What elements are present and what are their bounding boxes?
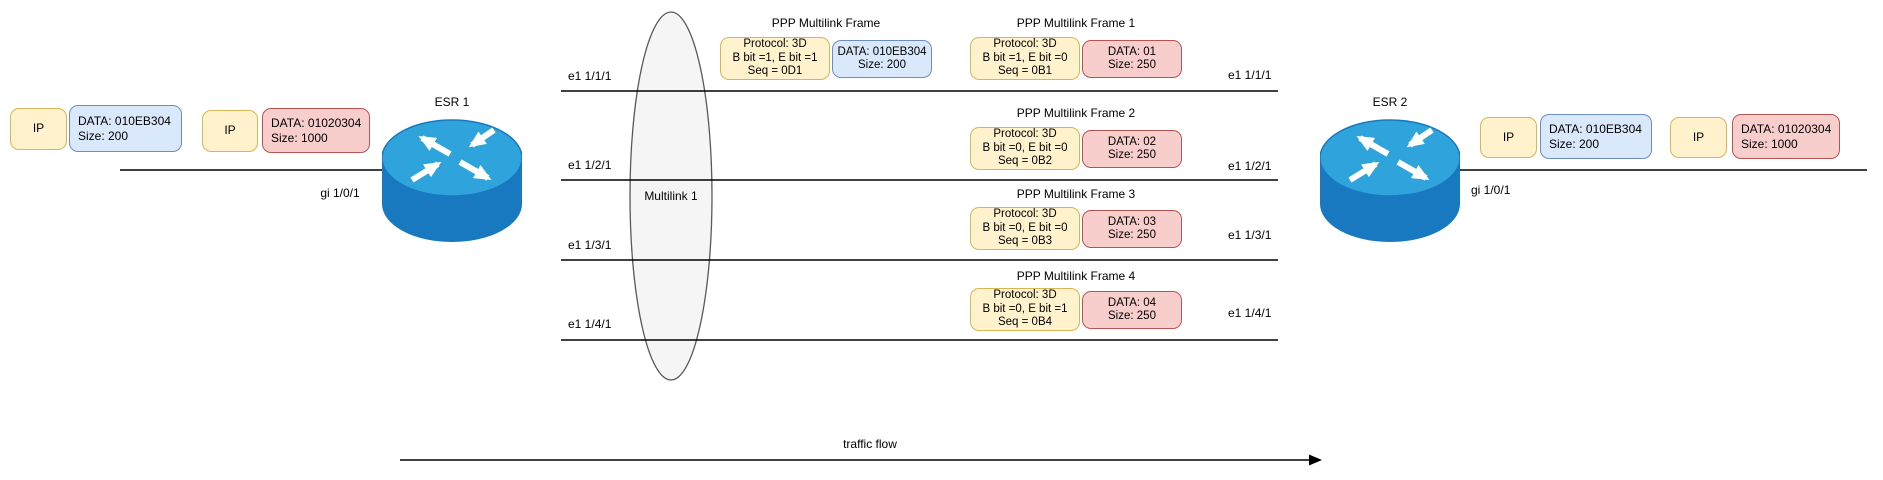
interface-label-gi-right: gi 1/0/1 bbox=[1471, 183, 1511, 197]
interface-label-e1-left-4: e1 1/4/1 bbox=[568, 317, 612, 331]
interface-label-e1-left-1: e1 1/1/1 bbox=[568, 69, 612, 83]
ip-header-box: IP bbox=[10, 108, 67, 150]
router-name-esr1: ESR 1 bbox=[434, 95, 470, 109]
frame-title: PPP Multilink Frame 1 bbox=[1016, 16, 1136, 30]
packet-data-box: DATA: 010EB304 Size: 200 bbox=[1540, 114, 1652, 159]
frame-seq: Seq = 0B2 bbox=[997, 155, 1053, 168]
frame-data-value: DATA: 02 bbox=[1107, 135, 1157, 148]
frame-payload-box: DATA: 03 Size: 250 bbox=[1082, 210, 1182, 248]
packet-data-value: DATA: 01020304 bbox=[1741, 121, 1832, 136]
multilink-bundle-ellipse bbox=[629, 11, 713, 381]
frame-seq: Seq = 0D1 bbox=[747, 65, 803, 78]
frame-protocol: Protocol: 3D bbox=[993, 38, 1057, 51]
interface-label-e1-right-2: e1 1/2/1 bbox=[1228, 159, 1272, 173]
frame-bits: B bit =0, E bit =0 bbox=[982, 141, 1068, 154]
frame-size-value: Size: 200 bbox=[858, 59, 906, 71]
frame-size-value: Size: 250 bbox=[1108, 310, 1156, 322]
frame-title: PPP Multilink Frame bbox=[771, 16, 881, 30]
frame-seq: Seq = 0B4 bbox=[997, 316, 1053, 329]
packet-data-value: DATA: 010EB304 bbox=[78, 113, 171, 128]
frame-title: PPP Multilink Frame 2 bbox=[1016, 106, 1136, 120]
router-icon-esr2 bbox=[1320, 119, 1460, 242]
frame-header-box: Protocol: 3D B bit =0, E bit =0 Seq = 0B… bbox=[970, 127, 1080, 170]
frame-title: PPP Multilink Frame 4 bbox=[1016, 269, 1136, 283]
packet-data-box: DATA: 010EB304 Size: 200 bbox=[69, 105, 182, 152]
packet-size-value: Size: 1000 bbox=[1741, 136, 1798, 151]
interface-label-gi-left: gi 1/0/1 bbox=[320, 186, 360, 200]
frame-data-value: DATA: 03 bbox=[1107, 215, 1157, 228]
frame-size-value: Size: 250 bbox=[1108, 229, 1156, 241]
frame-protocol: Protocol: 3D bbox=[993, 289, 1057, 302]
packet-size-value: Size: 200 bbox=[1549, 136, 1600, 151]
frame-data-value: DATA: 01 bbox=[1107, 45, 1157, 58]
frame-payload-box: DATA: 010EB304 Size: 200 bbox=[832, 40, 932, 78]
frame-protocol: Protocol: 3D bbox=[743, 38, 807, 51]
frame-title: PPP Multilink Frame 3 bbox=[1016, 187, 1136, 201]
frame-header-box: Protocol: 3D B bit =0, E bit =1 Seq = 0B… bbox=[970, 288, 1080, 331]
interface-label-e1-left-3: e1 1/3/1 bbox=[568, 238, 612, 252]
frame-protocol: Protocol: 3D bbox=[993, 128, 1057, 141]
frame-payload-box: DATA: 01 Size: 250 bbox=[1082, 40, 1182, 78]
frame-size-value: Size: 250 bbox=[1108, 149, 1156, 161]
frame-payload-box: DATA: 04 Size: 250 bbox=[1082, 291, 1182, 329]
packet-data-value: DATA: 010EB304 bbox=[1549, 121, 1642, 136]
frame-payload-box: DATA: 02 Size: 250 bbox=[1082, 130, 1182, 168]
interface-label-e1-right-3: e1 1/3/1 bbox=[1228, 228, 1272, 242]
packet-data-value: DATA: 01020304 bbox=[271, 115, 362, 130]
interface-label-e1-left-2: e1 1/2/1 bbox=[568, 158, 612, 172]
frame-protocol: Protocol: 3D bbox=[993, 208, 1057, 221]
frame-size-value: Size: 250 bbox=[1108, 59, 1156, 71]
ip-header-box: IP bbox=[1480, 117, 1537, 158]
frame-bits: B bit =1, E bit =1 bbox=[732, 51, 818, 64]
frame-data-value: DATA: 04 bbox=[1107, 296, 1157, 309]
interface-label-e1-right-1: e1 1/1/1 bbox=[1228, 68, 1272, 82]
interface-label-e1-right-4: e1 1/4/1 bbox=[1228, 306, 1272, 320]
frame-bits: B bit =1, E bit =0 bbox=[982, 51, 1068, 64]
frame-data-value: DATA: 010EB304 bbox=[837, 45, 927, 58]
packet-size-value: Size: 200 bbox=[78, 128, 129, 143]
frame-header-box: Protocol: 3D B bit =1, E bit =1 Seq = 0D… bbox=[720, 37, 830, 80]
traffic-flow-label: traffic flow bbox=[843, 437, 897, 451]
frame-seq: Seq = 0B3 bbox=[997, 235, 1053, 248]
router-name-esr2: ESR 2 bbox=[1372, 95, 1408, 109]
frame-header-box: Protocol: 3D B bit =0, E bit =0 Seq = 0B… bbox=[970, 207, 1080, 250]
ip-header-box: IP bbox=[202, 110, 258, 152]
packet-data-box: DATA: 01020304 Size: 1000 bbox=[262, 108, 370, 153]
router-icon-esr1 bbox=[382, 119, 522, 242]
frame-header-box: Protocol: 3D B bit =1, E bit =0 Seq = 0B… bbox=[970, 37, 1080, 80]
frame-bits: B bit =0, E bit =0 bbox=[982, 221, 1068, 234]
ip-header-box: IP bbox=[1670, 117, 1727, 158]
multilink-bundle-label: Multilink 1 bbox=[644, 189, 698, 203]
packet-data-box: DATA: 01020304 Size: 1000 bbox=[1732, 114, 1840, 159]
frame-bits: B bit =0, E bit =1 bbox=[982, 302, 1068, 315]
packet-size-value: Size: 1000 bbox=[271, 130, 328, 145]
frame-seq: Seq = 0B1 bbox=[997, 65, 1053, 78]
